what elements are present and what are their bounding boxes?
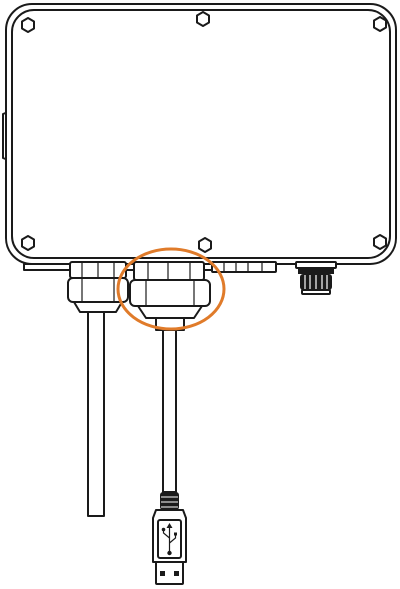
left-cable	[87, 311, 105, 517]
screw-bottom-center-icon	[198, 237, 212, 253]
highlight-circle	[116, 247, 226, 331]
screw-top-left-icon	[21, 17, 35, 33]
usb-plug	[152, 492, 187, 585]
usb-symbol-icon	[161, 523, 177, 556]
base-connector-plate	[211, 261, 277, 273]
enclosure-body	[5, 3, 397, 265]
screw-bottom-left-icon	[21, 235, 35, 251]
screw-top-center-icon	[196, 11, 210, 27]
center-cable-gland	[129, 261, 211, 331]
right-connector	[295, 261, 337, 295]
usb-cable	[162, 329, 177, 493]
left-cable-gland	[67, 261, 129, 313]
screw-top-right-icon	[373, 16, 387, 32]
screw-bottom-right-icon	[373, 234, 387, 250]
